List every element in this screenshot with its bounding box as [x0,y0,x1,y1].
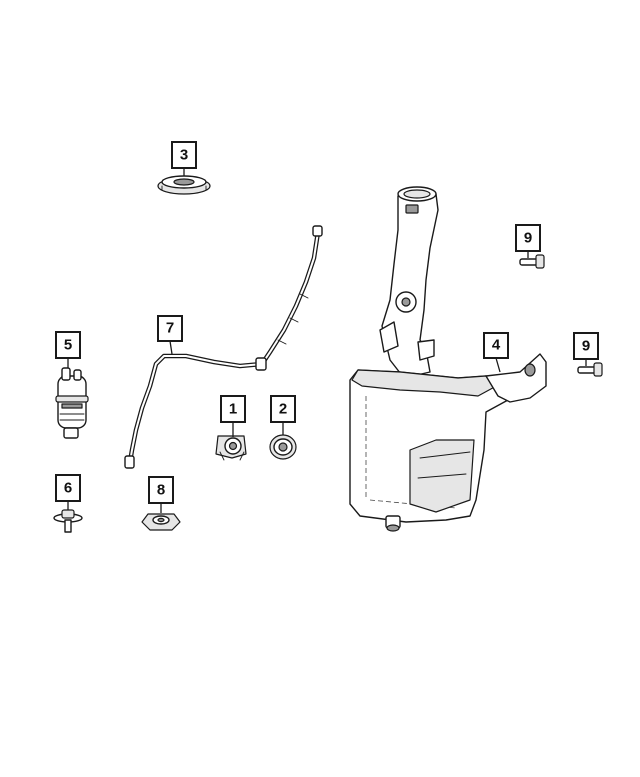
callout-4: 4 [483,332,509,359]
leader-7 [169,340,173,355]
part-3-grommet [157,175,211,195]
callout-8: 8 [148,476,174,504]
leader-4 [495,357,501,373]
callout-5: 5 [55,331,81,359]
callout-label: 9 [582,338,590,355]
callout-label: 8 [157,482,165,499]
part-7-hose [124,225,323,469]
callout-6: 6 [55,474,81,502]
callout-9a: 9 [515,224,541,252]
part-2-grommet [269,434,297,460]
callout-9b: 9 [573,332,599,360]
callout-7: 7 [157,315,183,342]
callout-label: 6 [64,480,72,497]
part-8-nut [141,513,181,531]
callout-label: 9 [524,230,532,247]
part-6-grommet [53,509,83,533]
callout-1: 1 [220,395,246,423]
part-4-reservoir [349,186,547,532]
callout-label: 5 [64,337,72,354]
part-5-pump [55,367,89,439]
callout-label: 1 [229,401,237,418]
callout-2: 2 [270,395,296,423]
callout-label: 7 [166,320,174,337]
callout-label: 2 [279,401,287,418]
part-9b-bolt [577,362,603,377]
callout-label: 3 [180,147,188,164]
part-9a-bolt [519,254,545,269]
part-1-fitting [215,435,247,461]
callout-3: 3 [171,141,197,169]
callout-label: 4 [492,337,501,354]
